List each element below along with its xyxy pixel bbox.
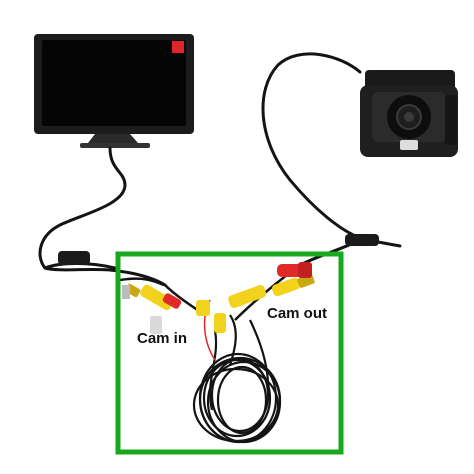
highlight-box [115, 251, 344, 455]
monitor-connector [58, 251, 90, 265]
camera-icon [360, 70, 458, 157]
camera-connector [345, 234, 379, 246]
monitor-cable [38, 146, 167, 287]
rca-plug-cam-out [196, 262, 315, 333]
cam-in-label: Cam in [137, 330, 188, 347]
cam-out-label: Cam out [267, 305, 327, 322]
monitor-icon [34, 34, 194, 148]
cable-coil-icon [192, 314, 282, 444]
rca-plug-cam-in [122, 283, 182, 334]
